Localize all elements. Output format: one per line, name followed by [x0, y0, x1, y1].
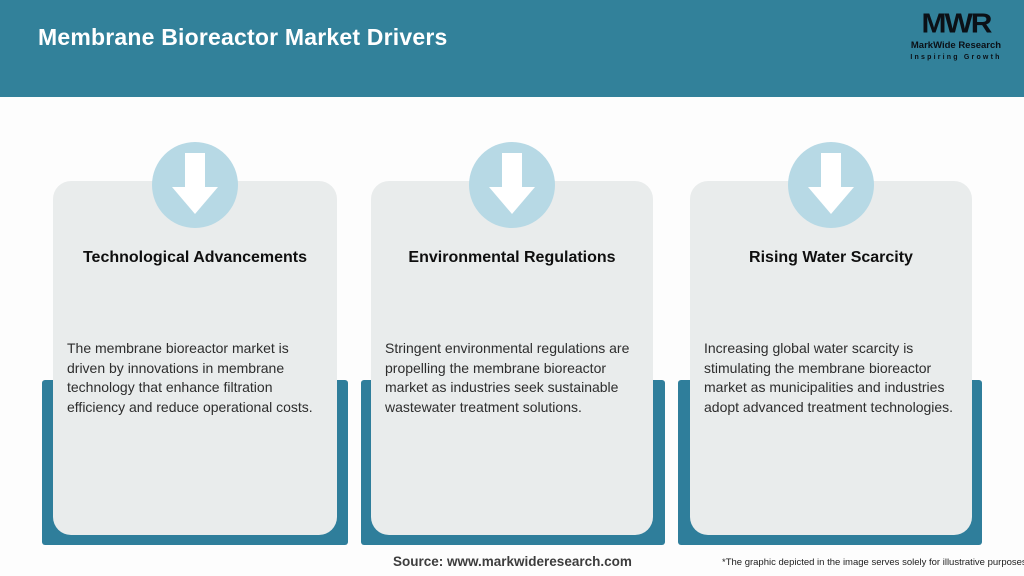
down-arrow-badge [152, 142, 238, 228]
brand-logo: MWR MarkWide Research Inspiring Growth [904, 9, 1008, 61]
card-title: Environmental Regulations [408, 249, 616, 266]
brand-name: MarkWide Research [910, 40, 1002, 51]
page-title: Membrane Bioreactor Market Drivers [38, 24, 448, 50]
description-line: efficiency and reduce operational costs. [67, 398, 313, 415]
down-arrow-badge [469, 142, 555, 228]
description-line: The membrane bioreactor market is [67, 340, 289, 356]
brand-acronym: MWR [921, 8, 993, 39]
brand-tagline: Inspiring Growth [910, 53, 1002, 61]
description-line: wastewater treatment solutions. [385, 398, 582, 415]
source-text: Source: www.markwideresearch.com [393, 554, 632, 569]
driver-card-technological-advancements: Technological Advancements The membrane … [53, 181, 337, 535]
description-line: technology that enhance filtration [67, 379, 273, 395]
description-line: propelling the membrane bioreactor [385, 359, 607, 376]
description-line: Increasing global water scarcity is [704, 340, 914, 356]
down-arrow-badge [788, 142, 874, 228]
card-title: Rising Water Scarcity [749, 249, 913, 266]
card-title: Technological Advancements [82, 249, 308, 266]
description-line: stimulating the membrane bioreactor [704, 359, 932, 376]
driver-card-rising-water-scarcity: Rising Water Scarcity Increasing global … [690, 181, 972, 535]
description-line: market as industries seek sustainable [385, 379, 619, 395]
description-line: market as municipalities and industries [704, 379, 945, 395]
card-description: The membrane bioreactor market is driven… [67, 339, 337, 417]
description-line: adopt advanced treatment technologies. [704, 398, 954, 415]
driver-card-environmental-regulations: Environmental Regulations Stringent envi… [371, 181, 653, 535]
card-description: Increasing global water scarcity is stim… [704, 339, 972, 417]
header-band: Membrane Bioreactor Market Drivers MWR M… [0, 0, 1024, 97]
card-description: Stringent environmental regulations are … [385, 339, 653, 417]
description-line: Stringent environmental regulations are [385, 340, 630, 356]
disclaimer-text: *The graphic depicted in the image serve… [722, 557, 1024, 568]
description-line: driven by innovations in membrane [67, 359, 285, 376]
